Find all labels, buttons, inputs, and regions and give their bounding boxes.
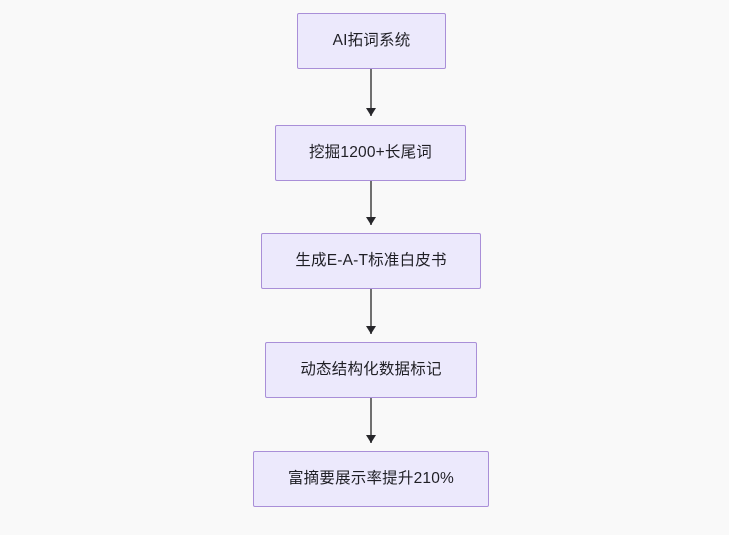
flow-node-generate-eat-whitepaper[interactable]: 生成E-A-T标准白皮书 xyxy=(261,233,481,289)
flow-node-label: 挖掘1200+长尾词 xyxy=(308,144,433,162)
arrow-head-icon xyxy=(366,325,376,334)
edge-line xyxy=(369,69,373,116)
arrow-head-icon xyxy=(366,216,376,225)
flow-node-mine-longtail-keywords[interactable]: 挖掘1200+长尾词 xyxy=(275,125,466,181)
flow-node-label: AI拓词系统 xyxy=(332,32,411,50)
arrow-head-icon xyxy=(366,107,376,116)
edge-line xyxy=(369,181,373,225)
flow-node-label: 富摘要展示率提升210% xyxy=(287,470,455,488)
arrow-head-icon xyxy=(366,434,376,443)
flow-node-rich-snippet-impression-lift[interactable]: 富摘要展示率提升210% xyxy=(253,451,489,507)
flow-node-ai-keyword-system[interactable]: AI拓词系统 xyxy=(297,13,446,69)
edge-line xyxy=(369,398,373,443)
flow-node-dynamic-structured-data-markup[interactable]: 动态结构化数据标记 xyxy=(265,342,477,398)
flow-node-label: 生成E-A-T标准白皮书 xyxy=(295,252,447,270)
edge-line xyxy=(369,289,373,334)
flow-node-label: 动态结构化数据标记 xyxy=(300,361,442,379)
